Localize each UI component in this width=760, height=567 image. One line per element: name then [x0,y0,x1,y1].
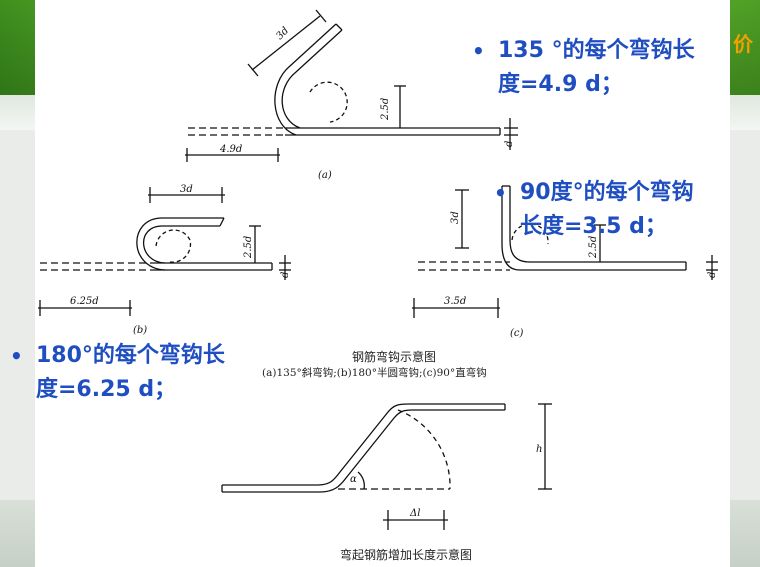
note-90: • 90度°的每个弯钩 长度=3.5 d； [494,176,694,244]
label-b-625d: 6.25d [70,296,99,307]
hook-caption-title: 钢筋弯钩示意图 [352,350,437,364]
label-a-25d: 2.5d [380,98,391,121]
bullet-icon: • [472,39,485,63]
slide-panel [35,0,730,567]
label-a-49d: 4.9d [219,144,242,155]
label-b-tag: (b) [133,325,147,336]
note-90-line1: 90度°的每个弯钩 [520,180,694,205]
label-a-3d: 3d [274,25,291,42]
corner-text: 价 [733,32,753,56]
label-bend-alpha: α [350,474,357,485]
label-c-35d: 3.5d [444,296,466,307]
bend-caption-title: 弯起钢筋增加长度示意图 [340,548,473,562]
hook-135-drawing [185,9,518,162]
label-a-d: d [504,141,515,147]
bent-bar-drawing [221,403,552,530]
label-c-d: d [707,272,718,278]
hook-180-drawing [38,187,291,316]
hook-90-drawing [412,185,718,318]
note-135-line1: 135 °的每个弯钩长 [498,38,695,63]
note-180-line2: 度=6.25 d； [36,377,177,402]
label-a-tag: (a) [318,170,332,181]
label-c-3d: 3d [450,211,461,224]
label-c-tag: (c) [510,328,524,339]
bullet-icon: • [494,181,507,205]
note-90-line2: 长度=3.5 d； [520,214,667,239]
bullet-icon: • [10,344,23,368]
note-135: • 135 °的每个弯钩长 度=4.9 d； [472,34,695,102]
label-bend-h: h [536,444,542,455]
label-b-d: d [280,272,291,278]
label-c-25d: 2.5d [588,236,599,259]
note-180-line1: 180°的每个弯钩长 [36,343,225,368]
label-bend-dl: Δl [409,508,420,519]
hook-caption-sub: (a)135°斜弯钩;(b)180°半圆弯钩;(c)90°直弯钩 [262,367,487,379]
label-b-3d: 3d [180,184,193,195]
label-b-25d: 2.5d [243,236,254,259]
note-135-line2: 度=4.9 d； [498,72,623,97]
note-180: • 180°的每个弯钩长 度=6.25 d； [10,339,225,407]
